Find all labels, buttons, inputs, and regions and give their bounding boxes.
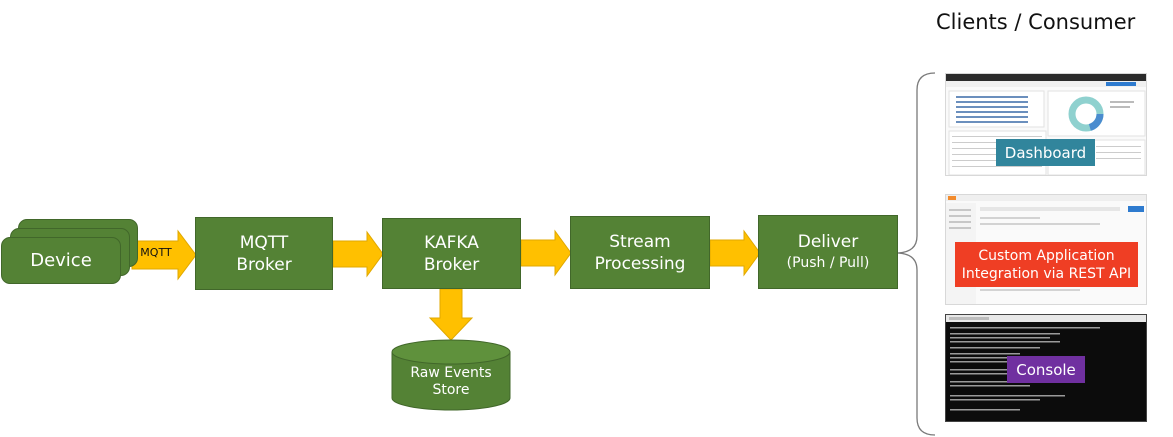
raw-events-store-line2: Store [432, 382, 470, 398]
arrow-mqtt-to-kafka [332, 230, 384, 278]
device-label: Device [30, 250, 92, 271]
device-card-front: Device [1, 237, 121, 284]
deliver-line1: Deliver [797, 232, 859, 252]
clients-consumer-title: Clients / Consumer [936, 10, 1136, 34]
mqtt-broker-box: MQTT Broker [195, 217, 333, 290]
raw-events-store-label: Raw Events Store [392, 365, 510, 399]
kafka-broker-line2: Broker [423, 254, 480, 275]
arrow-stream-to-deliver [709, 229, 761, 277]
arrow-kafka-to-stream [520, 229, 572, 277]
mqtt-arrow-label: MQTT [140, 246, 172, 259]
raw-events-store-cylinder [391, 339, 511, 411]
deliver-box: Deliver (Push / Pull) [758, 215, 898, 289]
custom-application-line1: Custom Application [978, 247, 1115, 264]
dashboard-mockup-graphic [946, 74, 1146, 175]
custom-application-label: Custom Application Integration via REST … [955, 242, 1138, 287]
mqtt-broker-line1: MQTT [239, 232, 289, 253]
custom-application-screenshot: Custom Application Integration via REST … [945, 194, 1147, 305]
stream-processing-box: Stream Processing [570, 216, 710, 289]
deliver-line2: (Push / Pull) [786, 255, 870, 271]
console-screenshot: Console [945, 314, 1147, 422]
stream-processing-line2: Processing [594, 253, 686, 274]
console-label: Console [1007, 356, 1085, 383]
custom-application-line2: Integration via REST API [961, 265, 1132, 282]
dashboard-label: Dashboard [996, 139, 1095, 166]
stream-processing-line1: Stream [609, 231, 671, 252]
mqtt-arrow [131, 229, 197, 281]
clients-brace [897, 72, 936, 436]
arrow-kafka-to-store [428, 288, 474, 341]
kafka-broker-line1: KAFKA [424, 232, 479, 253]
mqtt-broker-line2: Broker [236, 254, 292, 275]
kafka-broker-box: KAFKA Broker [382, 218, 521, 289]
raw-events-store-line1: Raw Events [410, 365, 492, 381]
dashboard-screenshot: Dashboard [945, 73, 1147, 176]
